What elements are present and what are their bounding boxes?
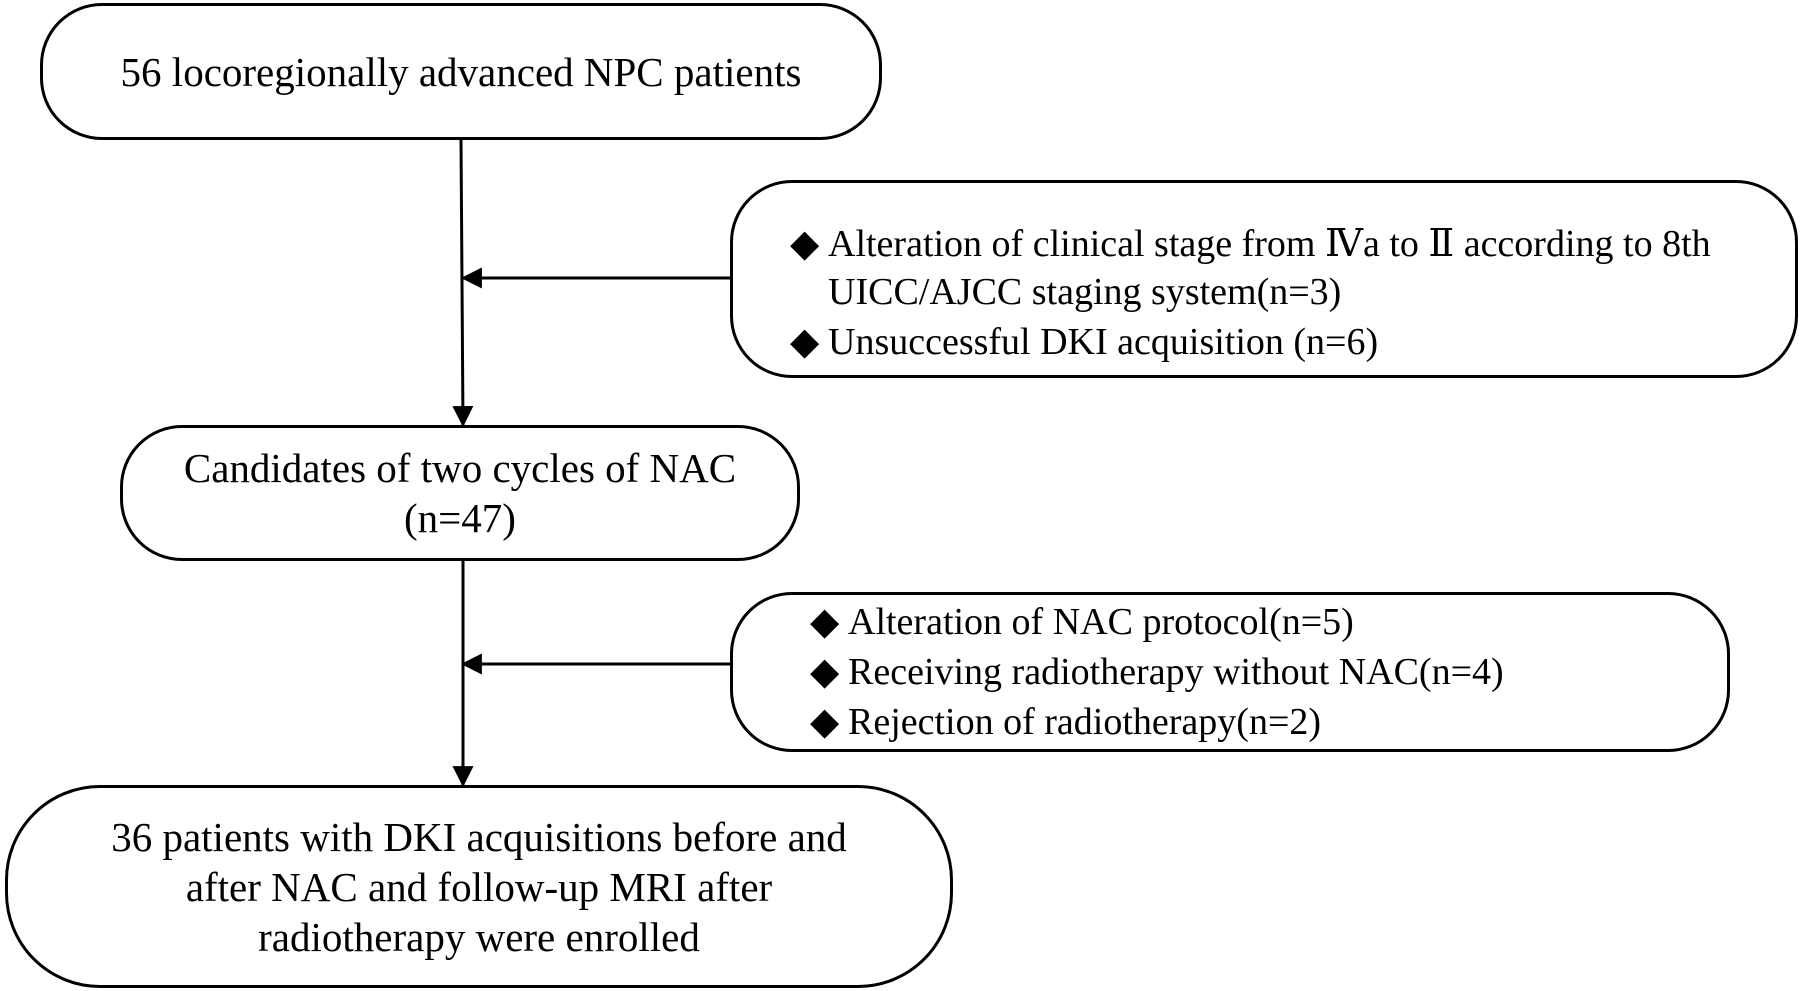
exclusion-1-item-1-line-1: ◆Alteration of clinical stage from Ⅳa to… — [790, 223, 1711, 265]
exclusion-1-item-1-line-2: UICC/AJCC staging system(n=3) — [828, 271, 1342, 313]
start-box: 56 locoregionally advanced NPC patients — [40, 3, 882, 140]
diamond-bullet-icon: ◆ — [810, 601, 840, 643]
exclusion-box-1: ◆Alteration of clinical stage from Ⅳa to… — [730, 180, 1798, 378]
start-line-1: 56 locoregionally advanced NPC patients — [120, 48, 802, 95]
exclusion-box-2: ◆Alteration of NAC protocol(n=5) ◆Receiv… — [730, 592, 1730, 752]
diamond-bullet-icon: ◆ — [810, 651, 840, 693]
diamond-bullet-icon: ◆ — [810, 701, 840, 743]
diamond-bullet-icon: ◆ — [790, 321, 820, 363]
enrolled-line-3: radiotherapy were enrolled — [258, 913, 700, 960]
enrolled-line-2: after NAC and follow-up MRI after — [185, 863, 773, 910]
diamond-bullet-icon: ◆ — [790, 223, 820, 265]
exclusion-2-item-3: ◆Rejection of radiotherapy(n=2) — [810, 701, 1322, 743]
enrolled-box: 36 patients with DKI acquisitions before… — [5, 785, 953, 988]
candidates-line-1: Candidates of two cycles of NAC — [183, 445, 737, 491]
exclusion-2-item-1: ◆Alteration of NAC protocol(n=5) — [810, 601, 1354, 643]
exclusion-1-item-2: ◆Unsuccessful DKI acquisition (n=6) — [790, 321, 1379, 363]
arrow-start-to-candidates — [452, 139, 474, 428]
candidates-line-2: (n=47) — [404, 495, 516, 541]
candidates-box: Candidates of two cycles of NAC (n=47) — [120, 425, 800, 561]
enrolled-line-1: 36 patients with DKI acquisitions before… — [111, 813, 847, 860]
exclusion-2-item-2: ◆Receiving radiotherapy without NAC(n=4) — [810, 651, 1504, 693]
